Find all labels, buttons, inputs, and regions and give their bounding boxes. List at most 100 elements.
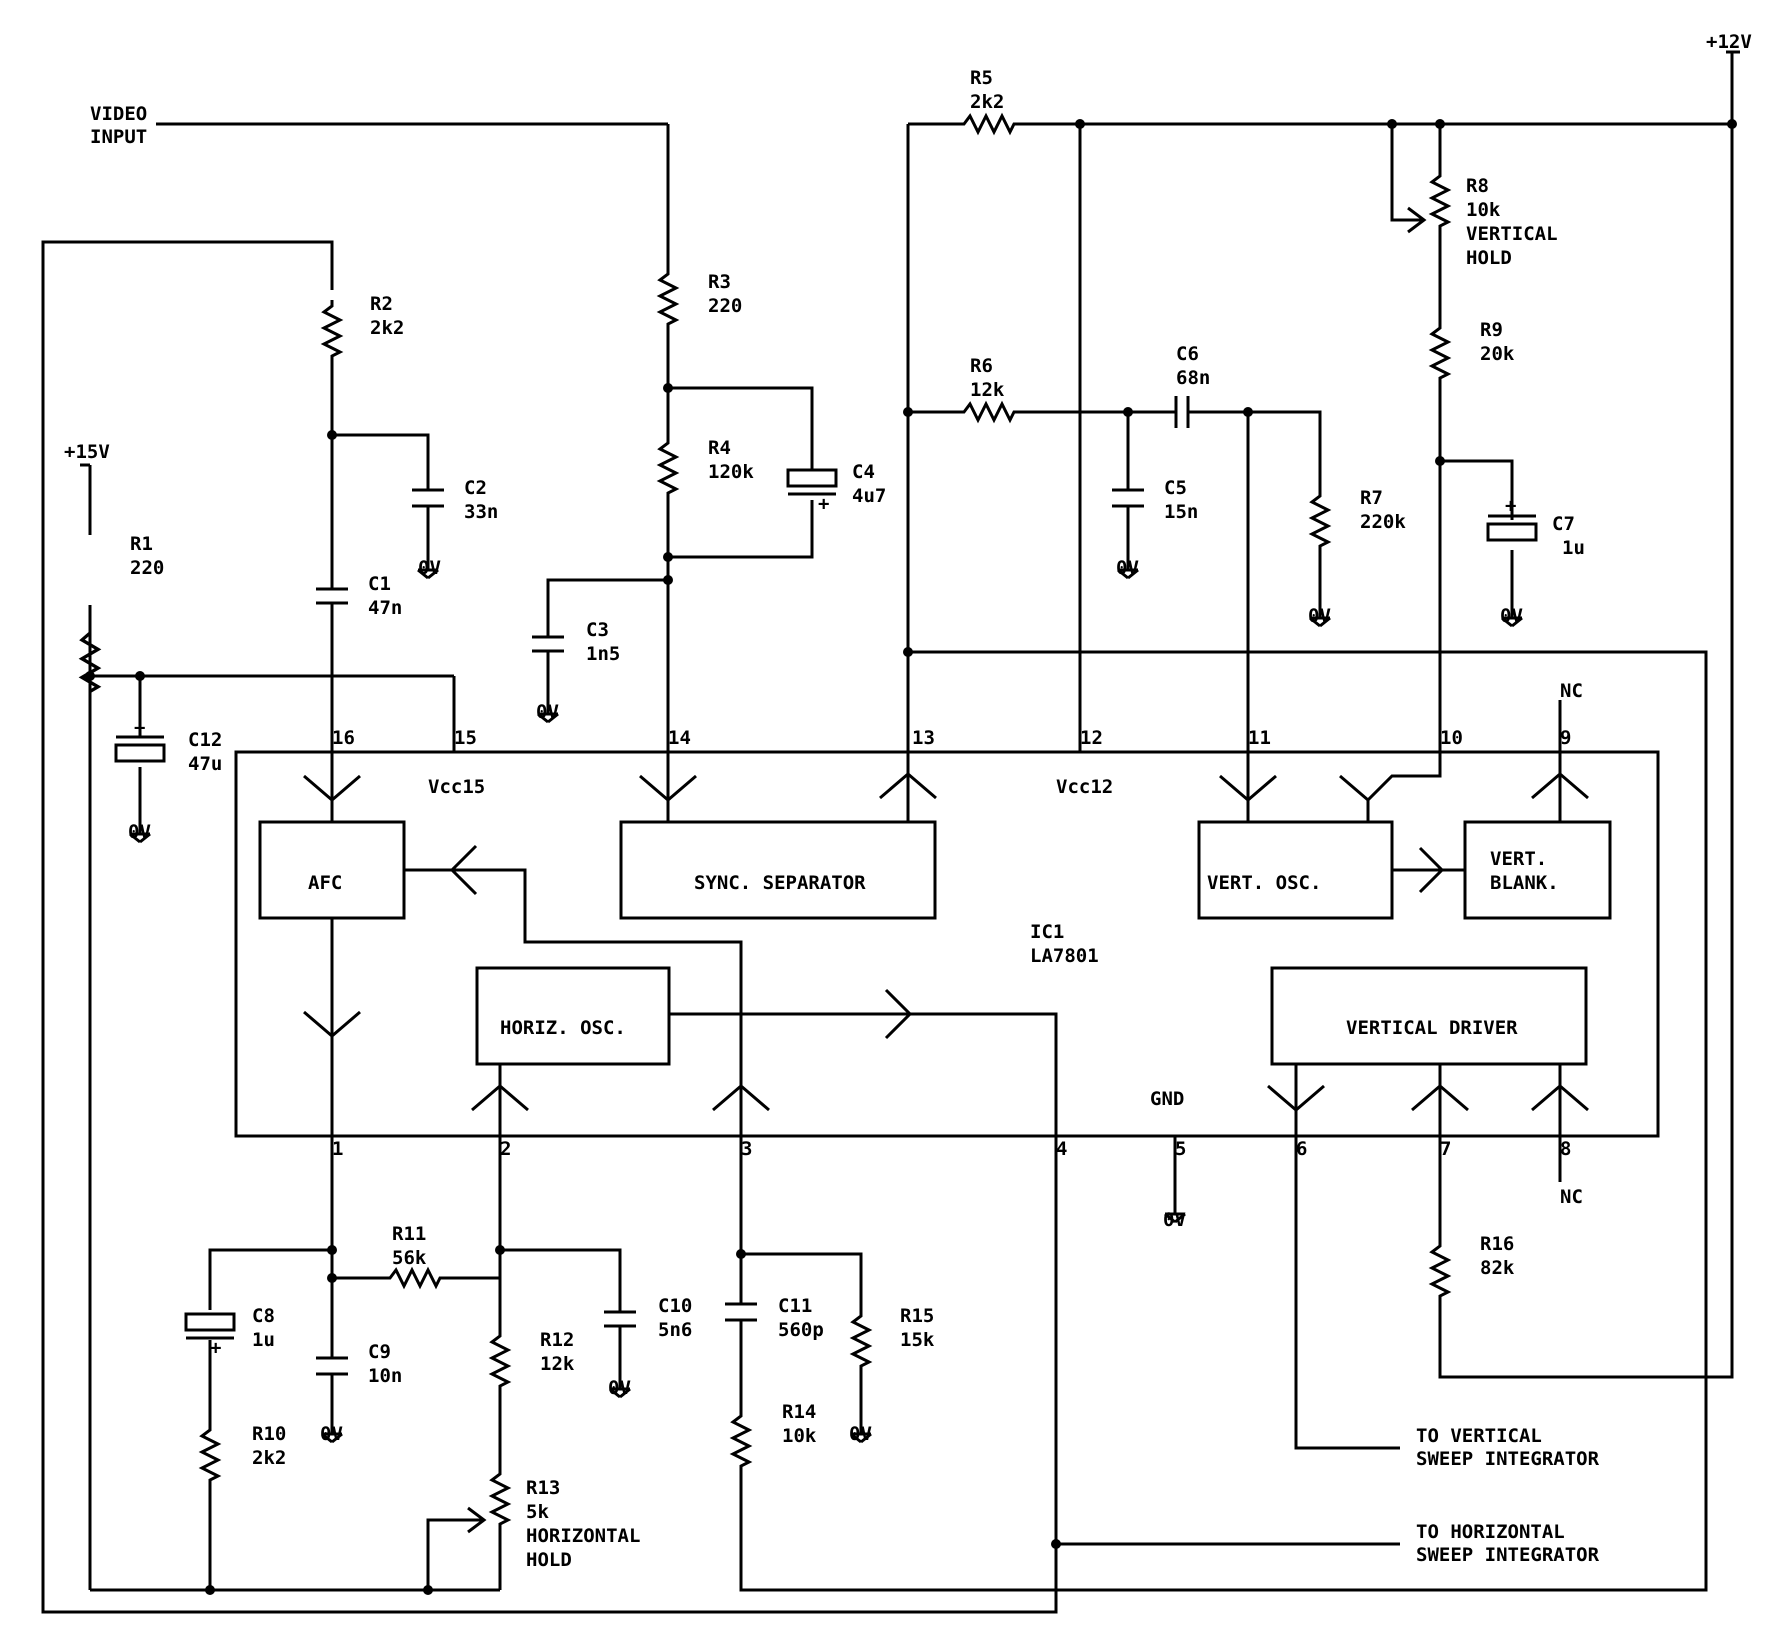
supply-12v-label: +12V [1706,31,1752,53]
gnd-label-c9: 0V [320,1423,343,1445]
r11-value: 56k [392,1247,427,1269]
pin-15: 15 [454,727,477,749]
junction-dot [1727,119,1737,129]
horiz-osc-label: HORIZ. OSC. [500,1017,626,1039]
junction-dot [736,1249,746,1259]
pin-1: 1 [332,1138,343,1160]
r10-symbol [200,1422,220,1486]
r4-ref: R4 [708,437,731,459]
pin-16: 16 [332,727,355,749]
r9-value: 20k [1480,343,1515,365]
ground-symbols: 0V 0V 0V 0V 0V 0V 0V 0V 0V 0V [128,554,1524,1445]
to-vertical-label-1: TO VERTICAL [1416,1425,1542,1447]
junction-dot [1435,456,1445,466]
r1-ref: R1 [130,533,153,555]
junction-dot [327,430,337,440]
c2-value: 33n [464,501,498,523]
r13-value: 5k [526,1501,549,1523]
gnd-label-pin5: 0V [1163,1209,1186,1231]
r11-symbol [382,1268,446,1288]
r11-ref: R11 [392,1223,426,1245]
to-horizontal-label-2: SWEEP INTEGRATOR [1416,1544,1600,1566]
c6-value: 68n [1176,367,1210,389]
c7-ref: C7 [1552,513,1575,535]
vcc12-label: Vcc12 [1056,776,1113,798]
c8-plus: + [210,1337,221,1359]
vertical-driver-block [1270,966,1588,1066]
junction-dot [327,1245,337,1255]
junction-dot [205,1585,215,1595]
r1-value: 220 [130,557,164,579]
c8-symbol [184,1312,236,1332]
pin-8: 8 [1560,1138,1571,1160]
pin-14: 14 [668,727,691,749]
vert-osc-label: VERT. OSC. [1207,872,1321,894]
r4-value: 120k [708,461,754,483]
gnd-label-c7: 0V [1500,605,1523,627]
component-labels: R1 220 R2 2k2 R3 220 R4 120k R5 2k2 R6 1… [130,67,1585,1571]
gnd-label-c2: 0V [418,557,441,579]
r7-ref: R7 [1360,487,1383,509]
r10-ref: R10 [252,1423,286,1445]
pin-6: 6 [1296,1138,1307,1160]
c4-symbol [786,468,838,488]
junction-dot [423,1585,433,1595]
c3-ref: C3 [586,619,609,641]
horiz-osc-block [475,966,671,1066]
ic-part: LA7801 [1030,945,1099,967]
c10-value: 5n6 [658,1319,692,1341]
internal-signal-lines [303,752,1589,1136]
junction-dot [1243,407,1253,417]
pin-11: 11 [1248,727,1271,749]
to-horizontal-label-1: TO HORIZONTAL [1416,1521,1565,1543]
c12-symbol [114,743,166,763]
r15-symbol [851,1308,871,1372]
junction-dot [1387,119,1397,129]
gnd-pin-label: GND [1150,1088,1184,1110]
c8-ref: C8 [252,1305,275,1327]
c1-ref: C1 [368,573,391,595]
r16-value: 82k [1480,1257,1515,1279]
r13-note-2: HOLD [526,1549,572,1571]
gnd-label-r15: 0V [849,1423,872,1445]
pin-4: 4 [1056,1138,1067,1160]
junction-dot [903,407,913,417]
c2-ref: C2 [464,477,487,499]
r5-value: 2k2 [970,91,1004,113]
c11-value: 560p [778,1319,824,1341]
pin-5: 5 [1175,1138,1186,1160]
r2-symbol [322,298,342,362]
junction-dot [85,671,95,681]
r5-symbol [956,114,1020,134]
gnd-label-c3: 0V [536,701,559,723]
r12-symbol [490,1328,510,1392]
r5-ref: R5 [970,67,993,89]
vert-blank-label-2: BLANK. [1490,872,1559,894]
r8-note-2: HOLD [1466,247,1512,269]
c10-ref: C10 [658,1295,692,1317]
junction-dot [1435,119,1445,129]
r15-value: 15k [900,1329,935,1351]
sync-separator-label: SYNC. SEPARATOR [694,872,866,894]
c8-value: 1u [252,1329,275,1351]
junction-dots [85,119,1737,1595]
c5-value: 15n [1164,501,1198,523]
pin-10: 10 [1440,727,1463,749]
r10-value: 2k2 [252,1447,286,1469]
electrolytic-caps: + + + + [114,468,1538,1359]
pin-7: 7 [1440,1138,1451,1160]
junction-dot [1075,119,1085,129]
pin-13: 13 [912,727,935,749]
pin-3: 3 [741,1138,752,1160]
pin-numbers: 1 2 3 4 5 6 7 8 9 10 11 12 13 14 15 16 [332,727,1571,1160]
vert-osc-block [1197,820,1394,920]
r8-note-1: VERTICAL [1466,223,1558,245]
c3-value: 1n5 [586,643,620,665]
nc-pin9-label: NC [1560,680,1583,702]
external-wiring [41,50,1740,1614]
c4-ref: C4 [852,461,875,483]
r3-ref: R3 [708,271,731,293]
junction-dot [663,552,673,562]
r6-ref: R6 [970,355,993,377]
video-input-label-1: VIDEO [90,103,147,125]
